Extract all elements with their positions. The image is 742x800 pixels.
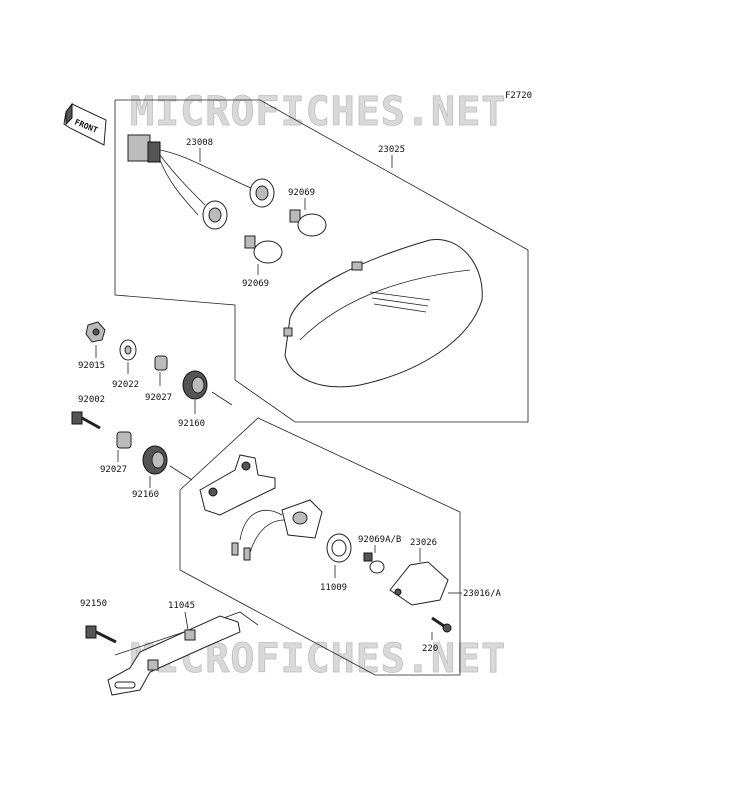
label-92069ab: 92069A/B (358, 535, 401, 545)
label-11009: 11009 (320, 583, 347, 593)
grommet-92160-a (182, 370, 208, 400)
label-92160-a: 92160 (178, 419, 205, 429)
label-11045: 11045 (168, 601, 195, 611)
label-92160-b: 92160 (132, 490, 159, 500)
lens-23026 (389, 561, 449, 606)
lens-holder-11009 (231, 499, 352, 563)
boundary-upper-assembly (114, 99, 529, 423)
label-23016a: 23016/A (463, 589, 502, 599)
bolt-92150 (85, 625, 117, 644)
watermark-top: MICROFICHES.NET (130, 89, 506, 135)
bulb-92069ab (363, 552, 385, 574)
collar-92027-a (154, 355, 168, 371)
label-92027-a: 92027 (145, 393, 172, 403)
bulb-92069-bottom (244, 235, 283, 264)
grommet-92160-b (142, 445, 168, 475)
label-92069-bottom: 92069 (242, 279, 269, 289)
bulb-92069-top (289, 209, 327, 237)
front-arrow-icon: FRONT (63, 102, 107, 146)
screw-220 (431, 616, 452, 633)
label-23026: 23026 (410, 538, 437, 548)
nut-92015 (85, 321, 106, 343)
label-23025: 23025 (378, 145, 405, 155)
figure-code: F2720 (505, 91, 532, 101)
bolt-92002 (71, 411, 101, 430)
label-92002: 92002 (78, 395, 105, 405)
label-92022: 92022 (112, 380, 139, 390)
label-92069-top: 92069 (288, 188, 315, 198)
collar-92027-b (116, 431, 132, 449)
label-92150: 92150 (80, 599, 107, 609)
taillight-housing-23025 (283, 238, 483, 388)
boundary-lower-assembly (179, 417, 461, 676)
label-92015: 92015 (78, 361, 105, 371)
license-light-bracket (199, 454, 276, 516)
washer-92022 (119, 339, 137, 361)
label-92027-b: 92027 (100, 465, 127, 475)
label-220: 220 (422, 644, 438, 654)
label-23008: 23008 (186, 138, 213, 148)
license-bracket-11045 (107, 615, 241, 696)
wiring-harness-23008 (127, 134, 275, 230)
